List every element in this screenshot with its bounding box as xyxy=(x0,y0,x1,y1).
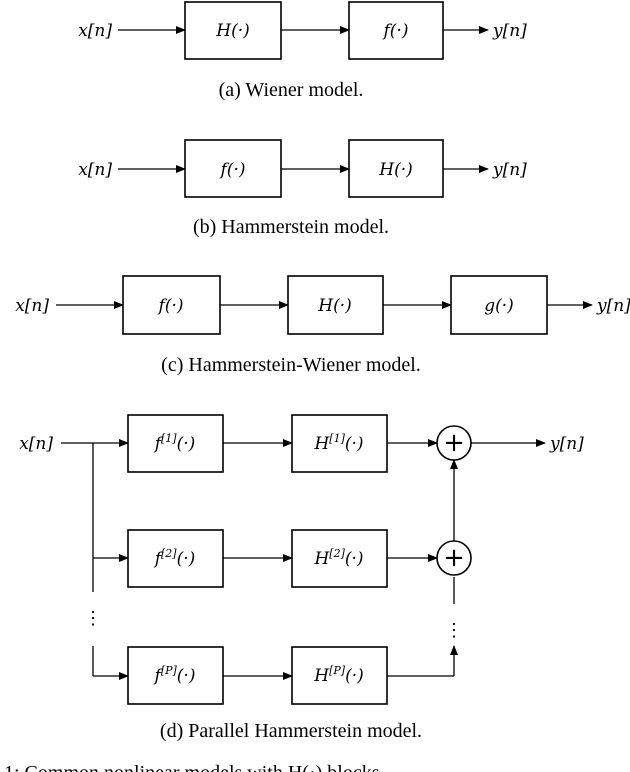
hammerstein-block-f-label: f(·) xyxy=(219,160,246,180)
hw-output-label: y[n] xyxy=(596,296,630,316)
wiener-model: x[n] H(·) f(·) y[n] (a) Wiener model. xyxy=(78,1,527,101)
hw-block-f-label: f(·) xyxy=(157,296,184,316)
hammerstein-model: x[n] f(·) H(·) y[n] (b) Hammerstein mode… xyxy=(78,139,527,238)
hammerstein-output-label: y[n] xyxy=(492,160,527,180)
branch-2-h-block xyxy=(291,529,388,588)
branch-1-h-label: H[1](·) xyxy=(313,432,363,454)
parallel-input-label: x[n] xyxy=(19,434,53,454)
figure-caption: 1: Common nonlinear models with H(·) blo… xyxy=(4,762,380,772)
parallel-left-ellipsis: ⋮ xyxy=(84,608,102,629)
hw-block-h-label: H(·) xyxy=(317,296,352,316)
hammerstein-block-f xyxy=(184,139,282,198)
hammerstein-block-h-label: H(·) xyxy=(378,160,413,180)
hw-block-g-label: g(·) xyxy=(484,296,514,316)
sum-node-2-symbol: + xyxy=(443,543,465,573)
branch-1-h-block xyxy=(291,414,388,473)
branch-p-f-label: f[P](·) xyxy=(153,664,196,686)
hammerstein-input-label: x[n] xyxy=(78,160,112,180)
parallel-caption: (d) Parallel Hammerstein model. xyxy=(160,720,422,742)
hw-block-g xyxy=(450,275,548,335)
wiener-output-label: y[n] xyxy=(492,21,527,41)
branch-1-f-block xyxy=(127,414,224,473)
branch-2-f-label: f[2](·) xyxy=(153,547,196,569)
parallel-right-ellipsis: ⋮ xyxy=(445,620,463,641)
wiener-input-label: x[n] xyxy=(78,21,112,41)
hammerstein-caption: (b) Hammerstein model. xyxy=(193,216,389,238)
branch-p-h-block xyxy=(291,646,388,705)
branch-1-f-label: f[1](·) xyxy=(153,432,196,454)
hw-block-h xyxy=(287,275,384,335)
wiener-block-f xyxy=(348,1,444,60)
hw-block-f xyxy=(122,275,221,335)
branch-2-h-label: H[2](·) xyxy=(313,547,363,569)
hw-caption: (c) Hammerstein-Wiener model. xyxy=(161,354,421,376)
parallel-output-label: y[n] xyxy=(549,434,584,454)
wiener-caption: (a) Wiener model. xyxy=(219,79,364,101)
branch-p-h-label: H[P](·) xyxy=(313,664,363,686)
hw-input-label: x[n] xyxy=(15,296,49,316)
wiener-block-h-label: H(·) xyxy=(215,21,250,41)
parallel-hammerstein-model: x[n] ⋮ f[1](·) H[1](·) f[2](·) H[2](·) f… xyxy=(19,414,584,742)
sum-node-1-symbol: + xyxy=(443,428,465,458)
wiener-block-f-label: f(·) xyxy=(382,21,409,41)
hammerstein-wiener-model: x[n] f(·) H(·) g(·) y[n] (c) Hammerstein… xyxy=(15,275,630,376)
